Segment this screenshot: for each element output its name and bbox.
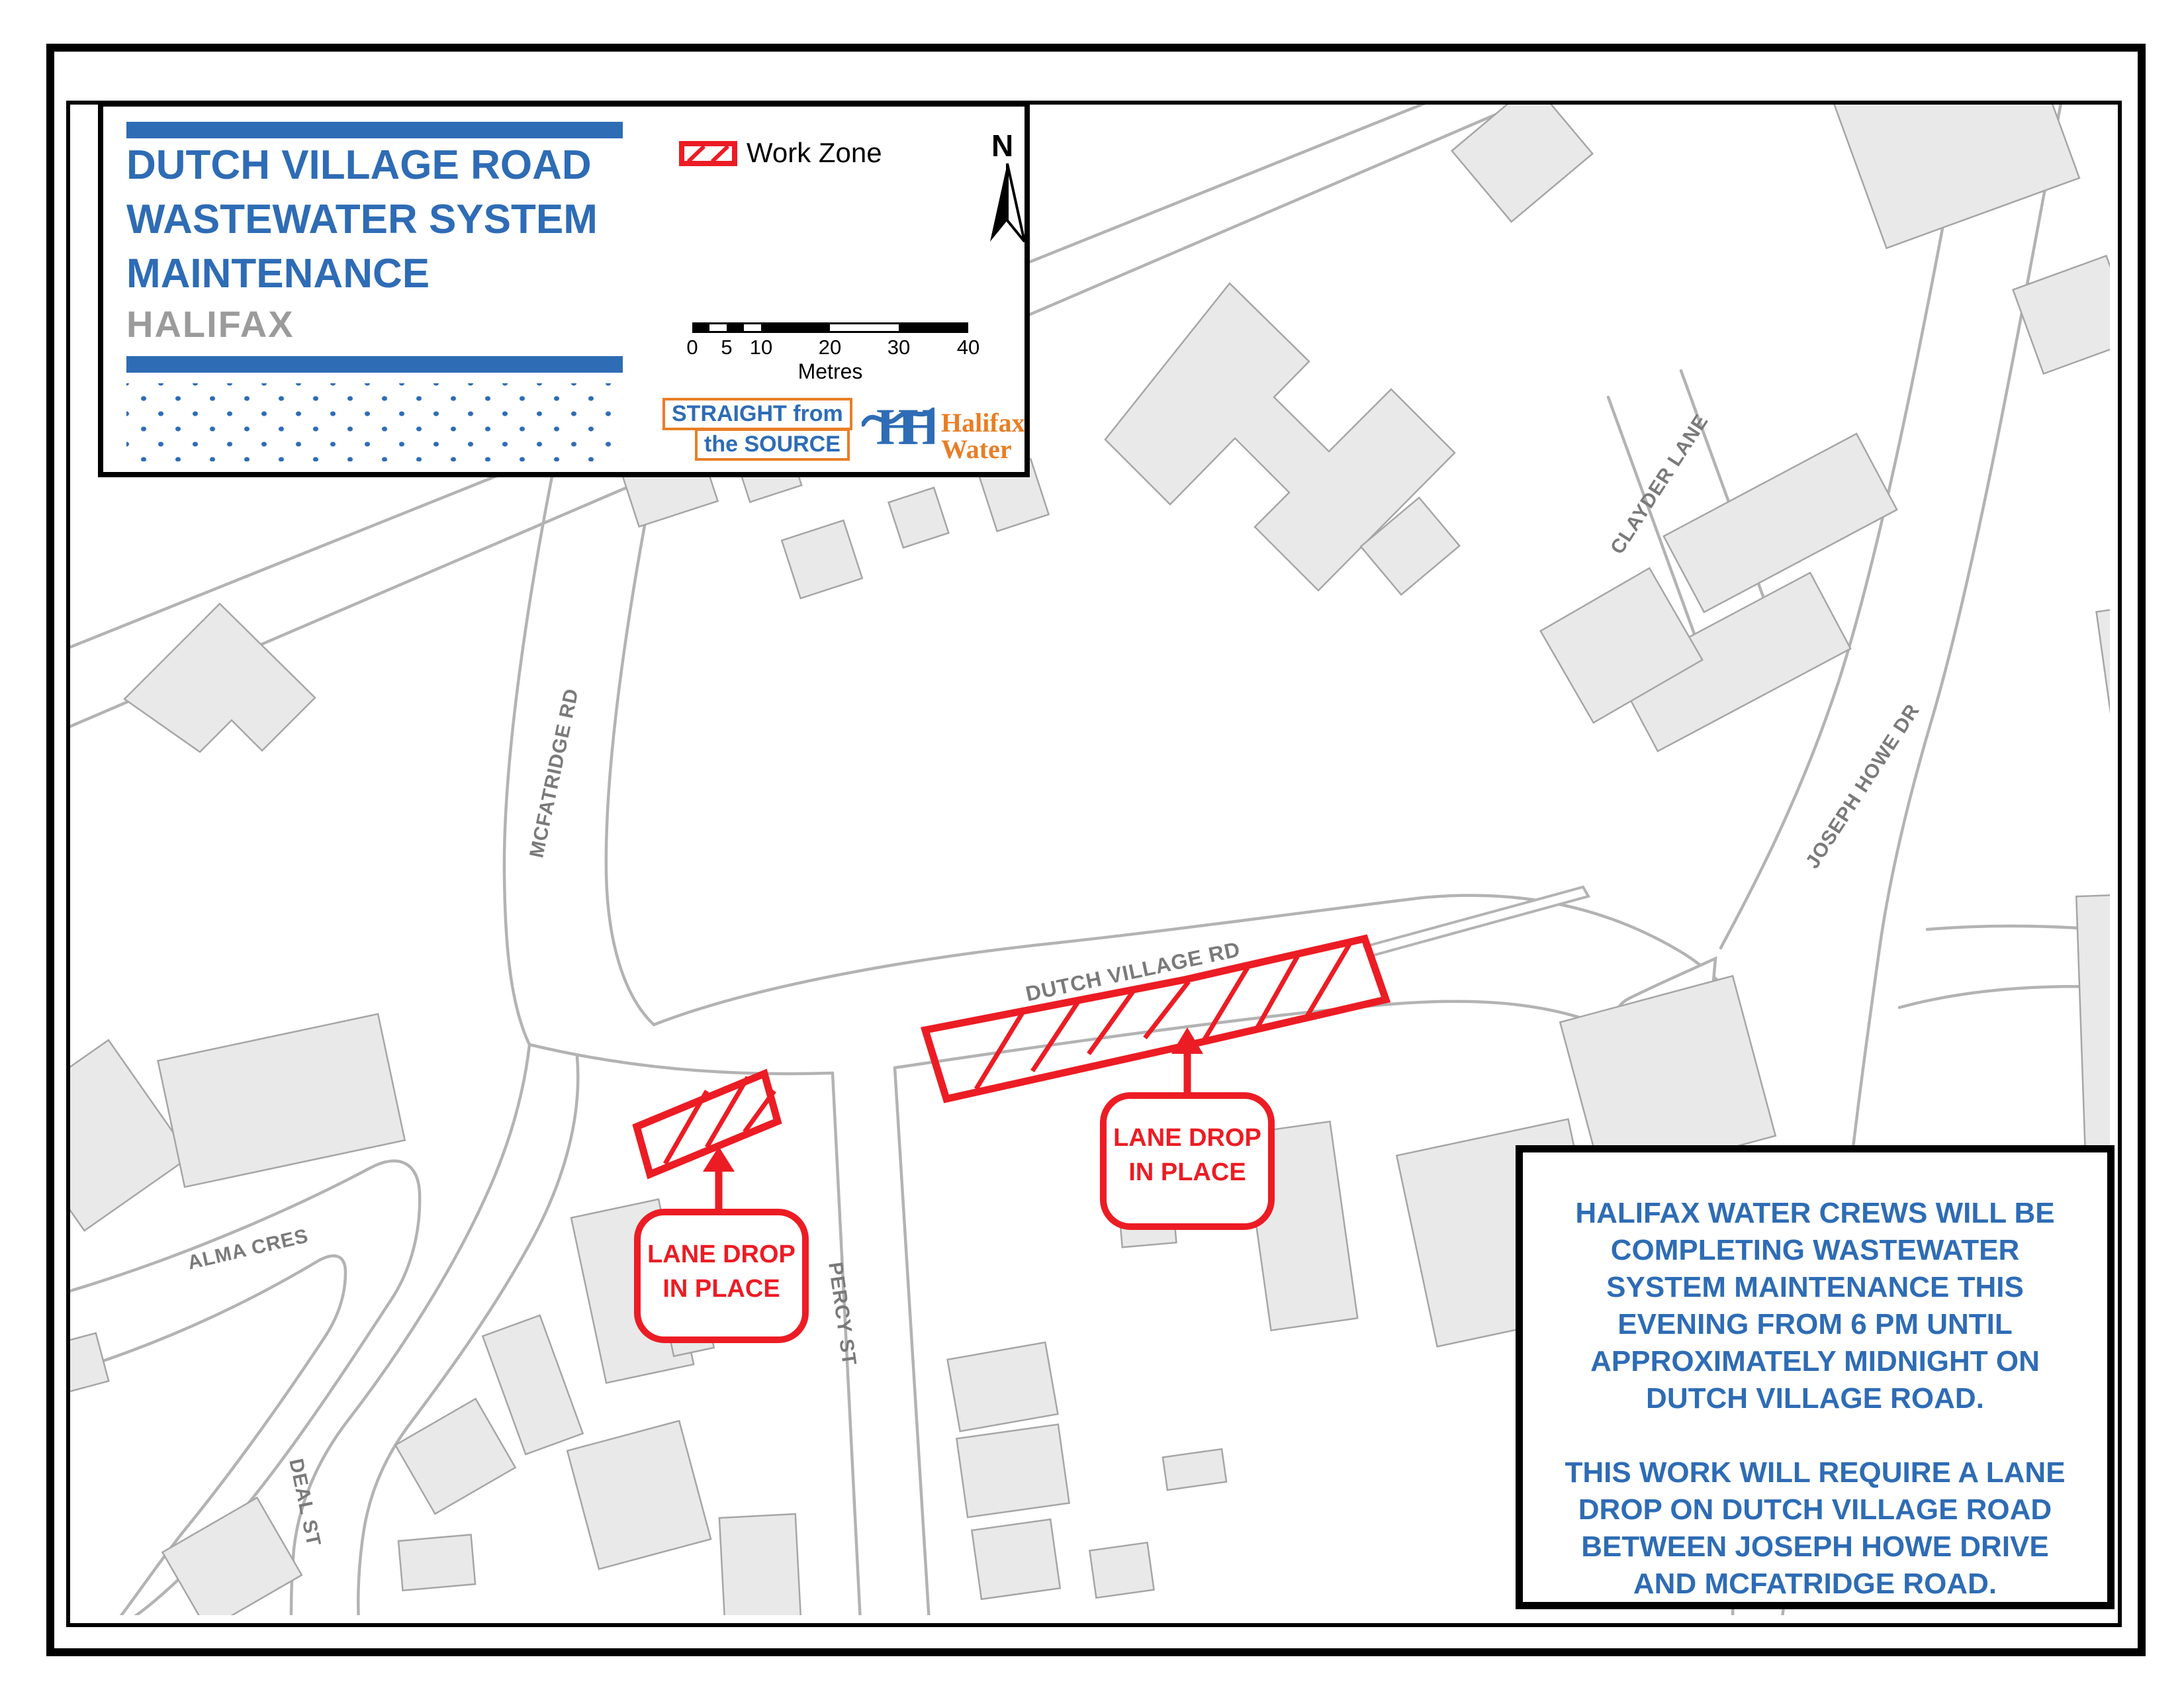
road-mcfatridge-e — [604, 461, 659, 1027]
u-building — [123, 602, 316, 753]
title-legend-box: DUTCH VILLAGE ROAD WASTEWATER SYSTEM MAI… — [98, 101, 1030, 477]
road-dvr-south-west — [527, 1043, 835, 1076]
title-bottom-bar — [126, 356, 623, 373]
svg-text:H: H — [876, 398, 917, 455]
road-dvr-north — [652, 894, 1720, 1027]
work-zone-legend-icon — [679, 141, 737, 166]
map-title: DUTCH VILLAGE ROAD WASTEWATER SYSTEM MAI… — [126, 142, 598, 297]
road-josephhowe-w — [1719, 105, 1968, 950]
scale-tick: 5 — [721, 336, 733, 359]
road-deal-w — [289, 1043, 531, 1615]
dot-pattern — [126, 383, 623, 461]
halifax-water-logo-line2: Water — [941, 434, 1012, 464]
scale-ticks: 0 5 10 20 30 40 — [686, 336, 979, 359]
callout-arrow-2 — [1171, 1027, 1203, 1092]
svg-text:H: H — [900, 398, 934, 455]
scale-tick: 30 — [887, 336, 911, 359]
lane-drop-callout-2: LANE DROP IN PLACE — [1100, 1092, 1275, 1230]
halifax-water-logo-icon: H H — [862, 398, 934, 455]
north-arrow-icon — [990, 163, 1026, 243]
road-deal-e — [357, 1055, 580, 1615]
scale-tick: 20 — [818, 336, 842, 359]
buildings — [70, 105, 2110, 1615]
h-building — [1104, 282, 1456, 592]
map-frame — [66, 101, 2122, 1627]
halifax-water-logo-line1: Halifax — [941, 408, 1025, 438]
straight-from-the-source-logo-line2: the SOURCE — [695, 428, 850, 461]
road-alma-inner — [70, 1254, 347, 1615]
straight-from-the-source-logo-line1: STRAIGHT from — [662, 398, 852, 430]
scale-tick: 40 — [956, 336, 980, 359]
north-label: N — [991, 128, 1014, 163]
scale-unit-label: Metres — [797, 359, 863, 383]
work-zone-large — [920, 934, 1391, 1103]
work-zone-legend-label: Work Zone — [747, 137, 882, 168]
map-subtitle: HALIFAX — [126, 303, 295, 345]
title-top-bar — [126, 122, 623, 138]
scale-tick: 0 — [686, 336, 698, 359]
scale-tick: 10 — [749, 336, 773, 359]
page-border — [46, 44, 2146, 1656]
road-percy-w — [831, 1071, 862, 1615]
road-percy-e — [893, 1066, 931, 1615]
callout-arrow-1 — [703, 1147, 735, 1209]
lane-drop-callout-1: LANE DROP IN PLACE — [634, 1209, 809, 1343]
work-zone-small — [632, 1068, 782, 1180]
maintenance-info-box: HALIFAX WATER CREWS WILL BE COMPLETING W… — [1516, 1145, 2115, 1609]
road-mcfatridge-w — [502, 461, 557, 1047]
scale-bar — [692, 322, 968, 333]
